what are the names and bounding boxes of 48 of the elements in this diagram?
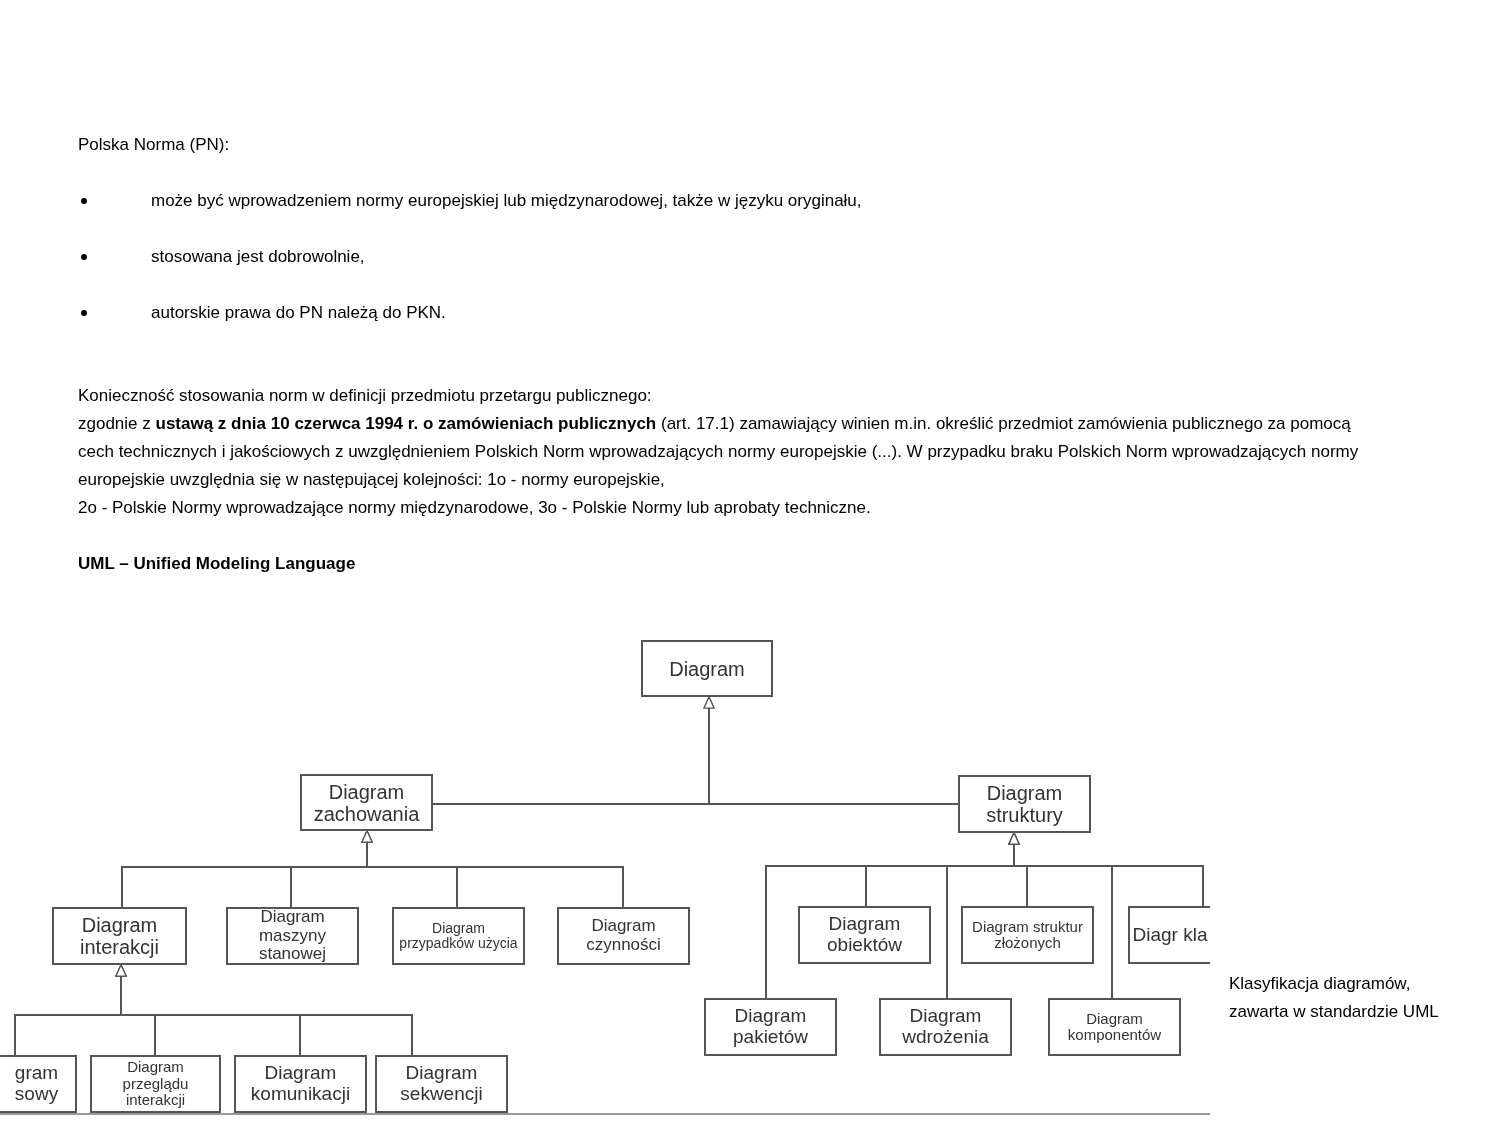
diagram-box bbox=[52, 907, 187, 965]
diagram-box bbox=[1048, 998, 1181, 1056]
box-label: Diagram bbox=[668, 657, 746, 680]
diagram-box bbox=[961, 906, 1094, 964]
box-label: Diagram komponentów bbox=[1066, 1010, 1163, 1044]
box-label: Diagram sekwencji bbox=[399, 1063, 484, 1105]
generalization-arrow bbox=[1008, 832, 1204, 907]
box-label: Diagram wdrożenia bbox=[901, 1006, 990, 1048]
diagram-box bbox=[704, 998, 837, 1056]
box-label: Diagram obiektów bbox=[826, 914, 903, 956]
box-label: Diagram zachowania bbox=[312, 780, 421, 825]
box-label: Diagram interakcji bbox=[79, 914, 160, 958]
paragraph-text: Konieczność stosowania norm w definicji przedmiotu przetargu publicznego: bbox=[78, 385, 653, 407]
section-title: UML – Unified Modeling Language bbox=[78, 553, 356, 575]
box-label: Diagram pakietów bbox=[732, 1006, 809, 1048]
generalization-arrow bbox=[703, 696, 959, 805]
diagram-box bbox=[234, 1055, 367, 1113]
box-label: Diagram czynności bbox=[585, 917, 662, 955]
diagram-box bbox=[0, 1055, 77, 1113]
box-label: Diagram przeglądu interakcji bbox=[121, 1059, 190, 1109]
box-label: Diagram komunikacji bbox=[249, 1063, 352, 1105]
bullet-text: stosowana jest dobrowolnie, bbox=[151, 246, 365, 268]
diagram-box bbox=[557, 907, 690, 965]
box-label: Diagram struktury bbox=[985, 782, 1064, 826]
diagram-box bbox=[375, 1055, 508, 1113]
diagram-box bbox=[1128, 906, 1210, 964]
diagram-box bbox=[300, 774, 433, 831]
paragraph-text: zgodnie z ustawą z dnia 10 czerwca 1994 r. o zamówieniach publicznych (art. 17.1) zamawiający winien m.in. określić przedmiot zamówienia publicznego za pomocą bbox=[78, 413, 1352, 435]
box-label: Diagr kla bbox=[1131, 924, 1209, 946]
box-label: Diagram struktur złożonych bbox=[971, 918, 1084, 952]
diagram-box bbox=[226, 907, 359, 965]
diagram-box bbox=[90, 1055, 221, 1113]
diagram-box bbox=[392, 907, 525, 965]
diagram-box bbox=[798, 906, 931, 964]
diagram-box bbox=[879, 998, 1012, 1056]
generalization-arrow bbox=[115, 964, 413, 1056]
heading-text: Polska Norma (PN): bbox=[78, 134, 230, 156]
box-label: Diagram przypadków użycia bbox=[398, 920, 519, 952]
bullet-text: autorskie prawa do PN należą do PKN. bbox=[151, 302, 446, 324]
figure-caption: Klasyfikacja diagramów, zawarta w standardzie UML bbox=[1229, 973, 1440, 1023]
diagram-box bbox=[641, 640, 773, 697]
box-label: gram sowy bbox=[13, 1063, 60, 1105]
generalization-arrow bbox=[361, 830, 624, 908]
paragraph-text: 2o - Polskie Normy wprowadzające normy międzynarodowe, 3o - Polskie Normy lub aprobaty techniczne. bbox=[78, 497, 872, 519]
bullet-text: może być wprowadzeniem normy europejskiej lub międzynarodowej, także w języku oryginału, bbox=[151, 190, 862, 212]
box-label: Diagram maszyny stanowej bbox=[257, 907, 328, 965]
paragraph-text: cech technicznych i jakościowych z uwzględnieniem Polskich Norm wprowadzających normy europejskie (...). W przypadku braku Polskich Norm wprowadzających normy europejskie uwzględnia się w następującej kolejności: 1o - normy europejskie, bbox=[78, 441, 1360, 491]
diagram-box bbox=[958, 775, 1091, 833]
